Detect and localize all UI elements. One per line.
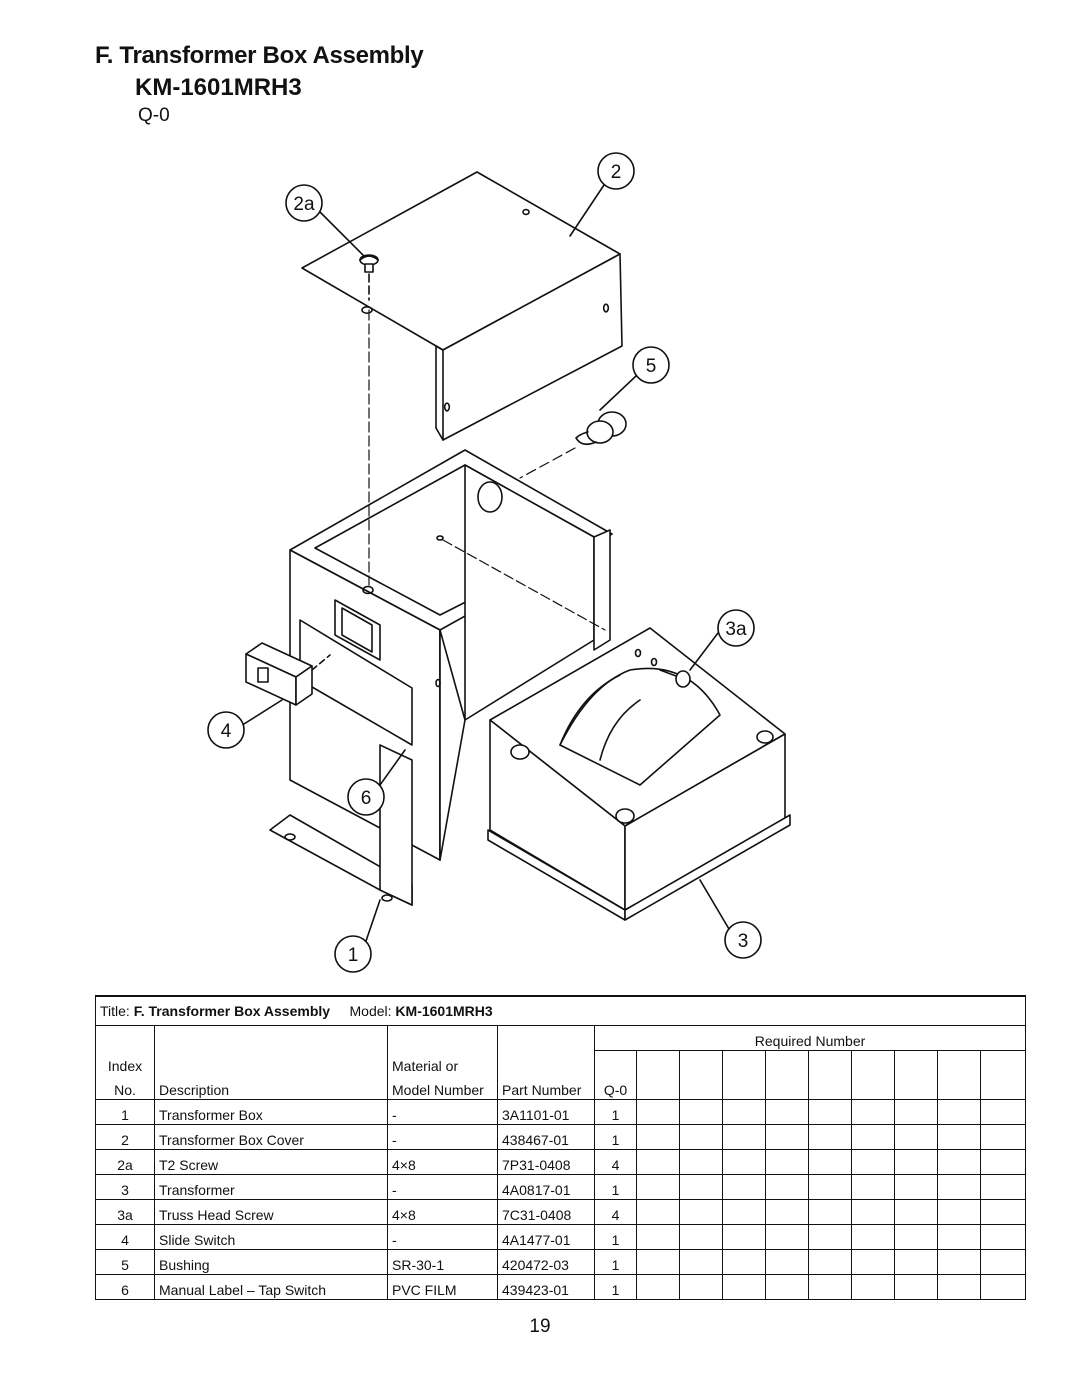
row-description: Slide Switch <box>154 1223 388 1250</box>
callout-6: 6 <box>361 788 372 809</box>
callout-3a: 3a <box>725 619 747 640</box>
col-material-2: Model Number <box>387 1074 498 1100</box>
parts-table: Title: F. Transformer Box Assembly Model… <box>94 995 1027 1300</box>
row-material: - <box>387 1173 498 1200</box>
row-part-number: 7C31-0408 <box>497 1198 595 1225</box>
row-index: 2 <box>95 1123 155 1150</box>
variant-label: Q-0 <box>138 105 170 126</box>
title-label: Title: <box>100 1003 130 1019</box>
row-q0: 4 <box>594 1198 637 1225</box>
row-part-number: 438467-01 <box>497 1123 595 1150</box>
row-index: 2a <box>95 1148 155 1175</box>
callout-4: 4 <box>221 721 232 742</box>
row-part-number: 3A1101-01 <box>497 1098 595 1125</box>
page-number: 19 <box>529 1316 551 1337</box>
column-header-row-1: Index Material or Q-0 <box>95 1050 1027 1100</box>
transformer <box>487 627 791 921</box>
table-row: 3a Truss Head Screw 4×8 7C31-0408 4 <box>95 1198 1027 1225</box>
table-row: 3 Transformer - 4A0817-01 1 <box>95 1173 1027 1200</box>
col-material-1: Material or <box>387 1050 498 1075</box>
row-description: Transformer <box>154 1173 388 1200</box>
row-index: 5 <box>95 1248 155 1275</box>
model-label: Model: <box>349 1003 392 1019</box>
row-q0: 1 <box>594 1248 637 1275</box>
col-part-number: Part Number <box>497 1074 595 1100</box>
row-part-number: 4A0817-01 <box>497 1173 595 1200</box>
callout-2: 2 <box>611 162 622 183</box>
callout-5: 5 <box>646 356 657 377</box>
transformer-box <box>269 309 613 906</box>
row-index: 3 <box>95 1173 155 1200</box>
truss-head-screw <box>659 669 691 688</box>
column-header-row-2: No. Description Model Number Part Number <box>95 1074 1026 1100</box>
row-q0: 4 <box>594 1148 637 1175</box>
row-q0: 1 <box>594 1223 637 1250</box>
row-part-number: 4A1477-01 <box>497 1223 595 1250</box>
t2-screw <box>359 254 379 301</box>
row-material: 4×8 <box>387 1198 498 1225</box>
row-description: Transformer Box Cover <box>154 1123 388 1150</box>
row-q0: 1 <box>594 1273 637 1300</box>
table-row: 2 Transformer Box Cover - 438467-01 1 <box>95 1123 1027 1150</box>
row-part-number: 420472-03 <box>497 1248 595 1275</box>
row-q0: 1 <box>594 1123 637 1150</box>
row-index: 4 <box>95 1223 155 1250</box>
row-material: - <box>387 1098 498 1125</box>
row-part-number: 439423-01 <box>497 1273 595 1300</box>
row-description: Manual Label – Tap Switch <box>154 1273 388 1300</box>
row-description: Truss Head Screw <box>154 1198 388 1225</box>
callout-2a: 2a <box>293 194 315 215</box>
title-value: F. Transformer Box Assembly <box>133 1003 331 1019</box>
transformer-box-cover <box>301 171 623 441</box>
callout-1: 1 <box>348 945 359 966</box>
row-material: - <box>387 1123 498 1150</box>
table-row: 6 Manual Label – Tap Switch PVC FILM 439… <box>95 1273 1027 1300</box>
row-material: PVC FILM <box>387 1273 498 1300</box>
table-title-row: Title: F. Transformer Box Assembly Model… <box>94 995 1027 1026</box>
row-index: 3a <box>95 1198 155 1225</box>
row-index: 1 <box>95 1098 155 1125</box>
table-row: 2a T2 Screw 4×8 7P31-0408 4 <box>95 1148 1027 1175</box>
table-row: 4 Slide Switch - 4A1477-01 1 <box>95 1223 1027 1250</box>
row-material: 4×8 <box>387 1148 498 1175</box>
col-index-2: No. <box>95 1074 155 1100</box>
col-q0: Q-0 <box>594 1050 637 1100</box>
required-number-row: Required Number <box>95 1025 1027 1051</box>
model-value: KM-1601MRH3 <box>395 1003 493 1019</box>
row-description: Transformer Box <box>154 1098 388 1125</box>
col-description: Description <box>154 1074 388 1100</box>
required-number-header: Required Number <box>593 1025 1027 1051</box>
col-index-1: Index <box>95 1050 155 1075</box>
row-q0: 1 <box>594 1173 637 1200</box>
slide-switch <box>245 642 331 706</box>
model-number: KM-1601MRH3 <box>135 74 302 101</box>
page-title: F. Transformer Box Assembly <box>95 42 424 69</box>
row-material: - <box>387 1223 498 1250</box>
row-description: T2 Screw <box>154 1148 388 1175</box>
callouts <box>207 152 762 973</box>
row-description: Bushing <box>154 1248 388 1275</box>
row-index: 6 <box>95 1273 155 1300</box>
bushing <box>519 411 627 479</box>
table-row: 1 Transformer Box - 3A1101-01 1 <box>95 1098 1027 1125</box>
row-q0: 1 <box>594 1098 637 1125</box>
row-material: SR-30-1 <box>387 1248 498 1275</box>
table-row: 5 Bushing SR-30-1 420472-03 1 <box>95 1248 1027 1275</box>
row-part-number: 7P31-0408 <box>497 1148 595 1175</box>
callout-3: 3 <box>738 931 749 952</box>
exploded-assembly-diagram: 2 2a 5 3a 4 6 1 3 <box>207 152 791 973</box>
